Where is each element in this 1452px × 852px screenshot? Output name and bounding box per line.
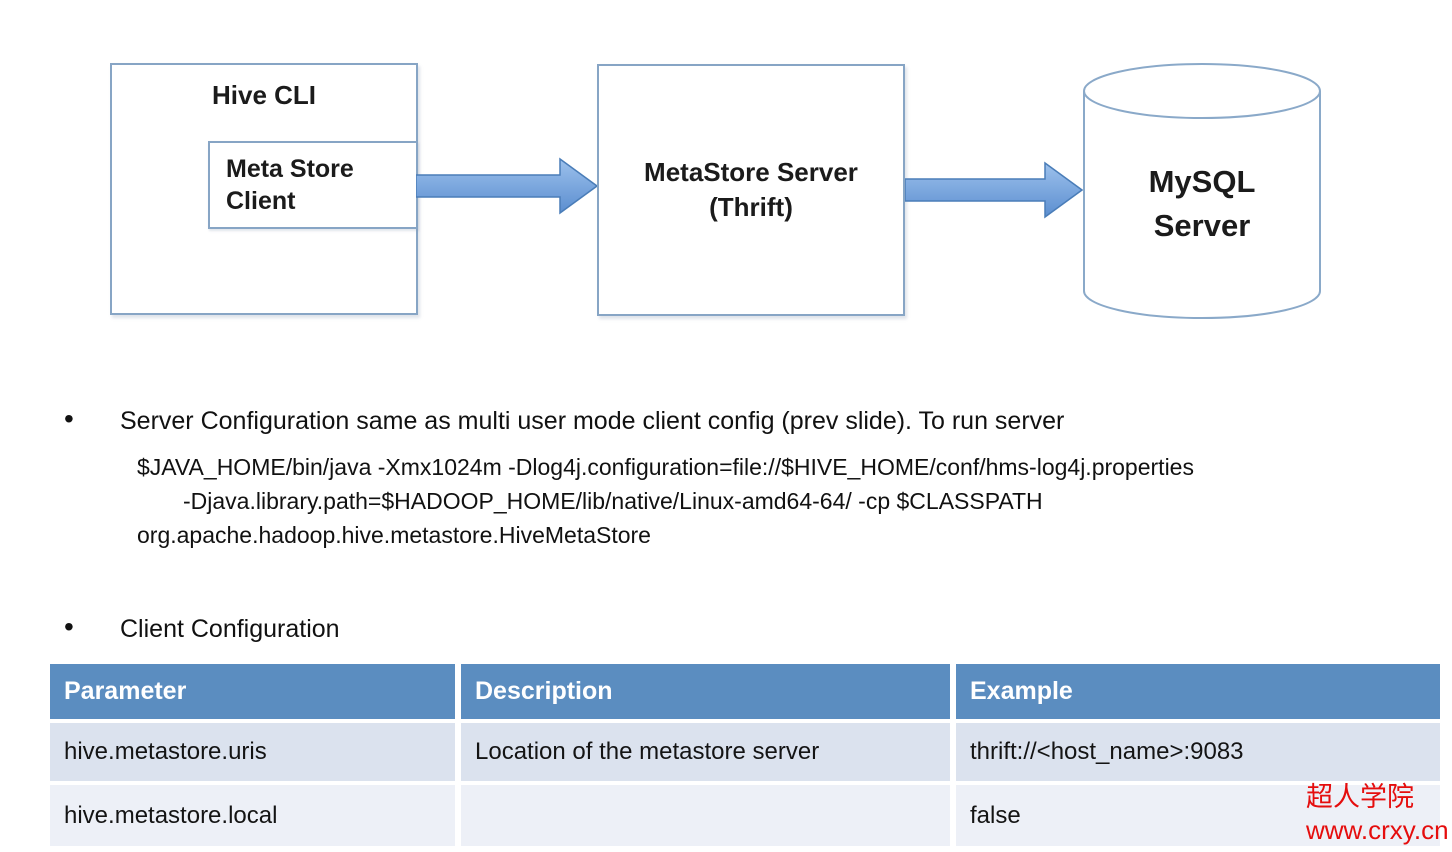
arrow-server-to-mysql-icon xyxy=(905,161,1083,219)
table-cell-example: thrift://<host_name>:9083 xyxy=(956,723,1440,781)
hive-cli-title: Hive CLI xyxy=(211,80,317,110)
client-config-bullet: • Client Configuration xyxy=(64,611,340,646)
mysql-server-label: MySQL Server xyxy=(1082,160,1322,248)
watermark-url: www.crxy.cn xyxy=(1306,815,1449,845)
table-header-parameter: Parameter xyxy=(50,664,455,719)
meta-store-client-box: Meta Store Client xyxy=(208,141,418,229)
arrow-client-to-server-icon xyxy=(416,157,598,215)
command-line-3: org.apache.hadoop.hive.metastore.HiveMet… xyxy=(137,522,651,548)
metastore-server-label-line1: MetaStore Server xyxy=(644,157,858,187)
watermark: 超人学院 www.crxy.cn xyxy=(1306,781,1449,847)
server-config-command: $JAVA_HOME/bin/java -Xmx1024m -Dlog4j.co… xyxy=(137,450,1194,552)
client-config-table: Parameter Description Example hive.metas… xyxy=(50,664,1440,846)
table-cell-parameter: hive.metastore.local xyxy=(50,785,455,846)
table-header-example: Example xyxy=(956,664,1440,719)
server-config-bullet-text: Server Configuration same as multi user … xyxy=(120,407,1065,435)
metastore-server-box: MetaStore Server (Thrift) xyxy=(597,64,905,316)
server-config-bullet: • Server Configuration same as multi use… xyxy=(64,403,1065,438)
table-cell-example: false xyxy=(956,785,1440,846)
command-line-2: -Djava.library.path=$HADOOP_HOME/lib/nat… xyxy=(183,488,1043,514)
watermark-brand: 超人学院 xyxy=(1306,782,1414,812)
hive-cli-box: Hive CLI Meta Store Client xyxy=(110,63,418,315)
mysql-label-line2: Server xyxy=(1153,208,1251,243)
bullet-marker: • xyxy=(64,403,74,434)
bullet-marker: • xyxy=(64,611,74,642)
client-config-bullet-text: Client Configuration xyxy=(120,615,340,643)
table-cell-description: Location of the metastore server xyxy=(461,723,950,781)
mysql-label-line1: MySQL xyxy=(1148,164,1256,199)
mysql-server-cylinder: MySQL Server xyxy=(1082,62,1322,320)
meta-store-client-label: Meta Store Client xyxy=(226,155,354,215)
table-cell-parameter: hive.metastore.uris xyxy=(50,723,455,781)
database-cylinder-icon xyxy=(1083,63,1321,319)
table-cell-description xyxy=(461,785,950,846)
command-line-1: $JAVA_HOME/bin/java -Xmx1024m -Dlog4j.co… xyxy=(137,454,1194,480)
metastore-server-label-line2: (Thrift) xyxy=(709,192,793,222)
table-header-description: Description xyxy=(461,664,950,719)
